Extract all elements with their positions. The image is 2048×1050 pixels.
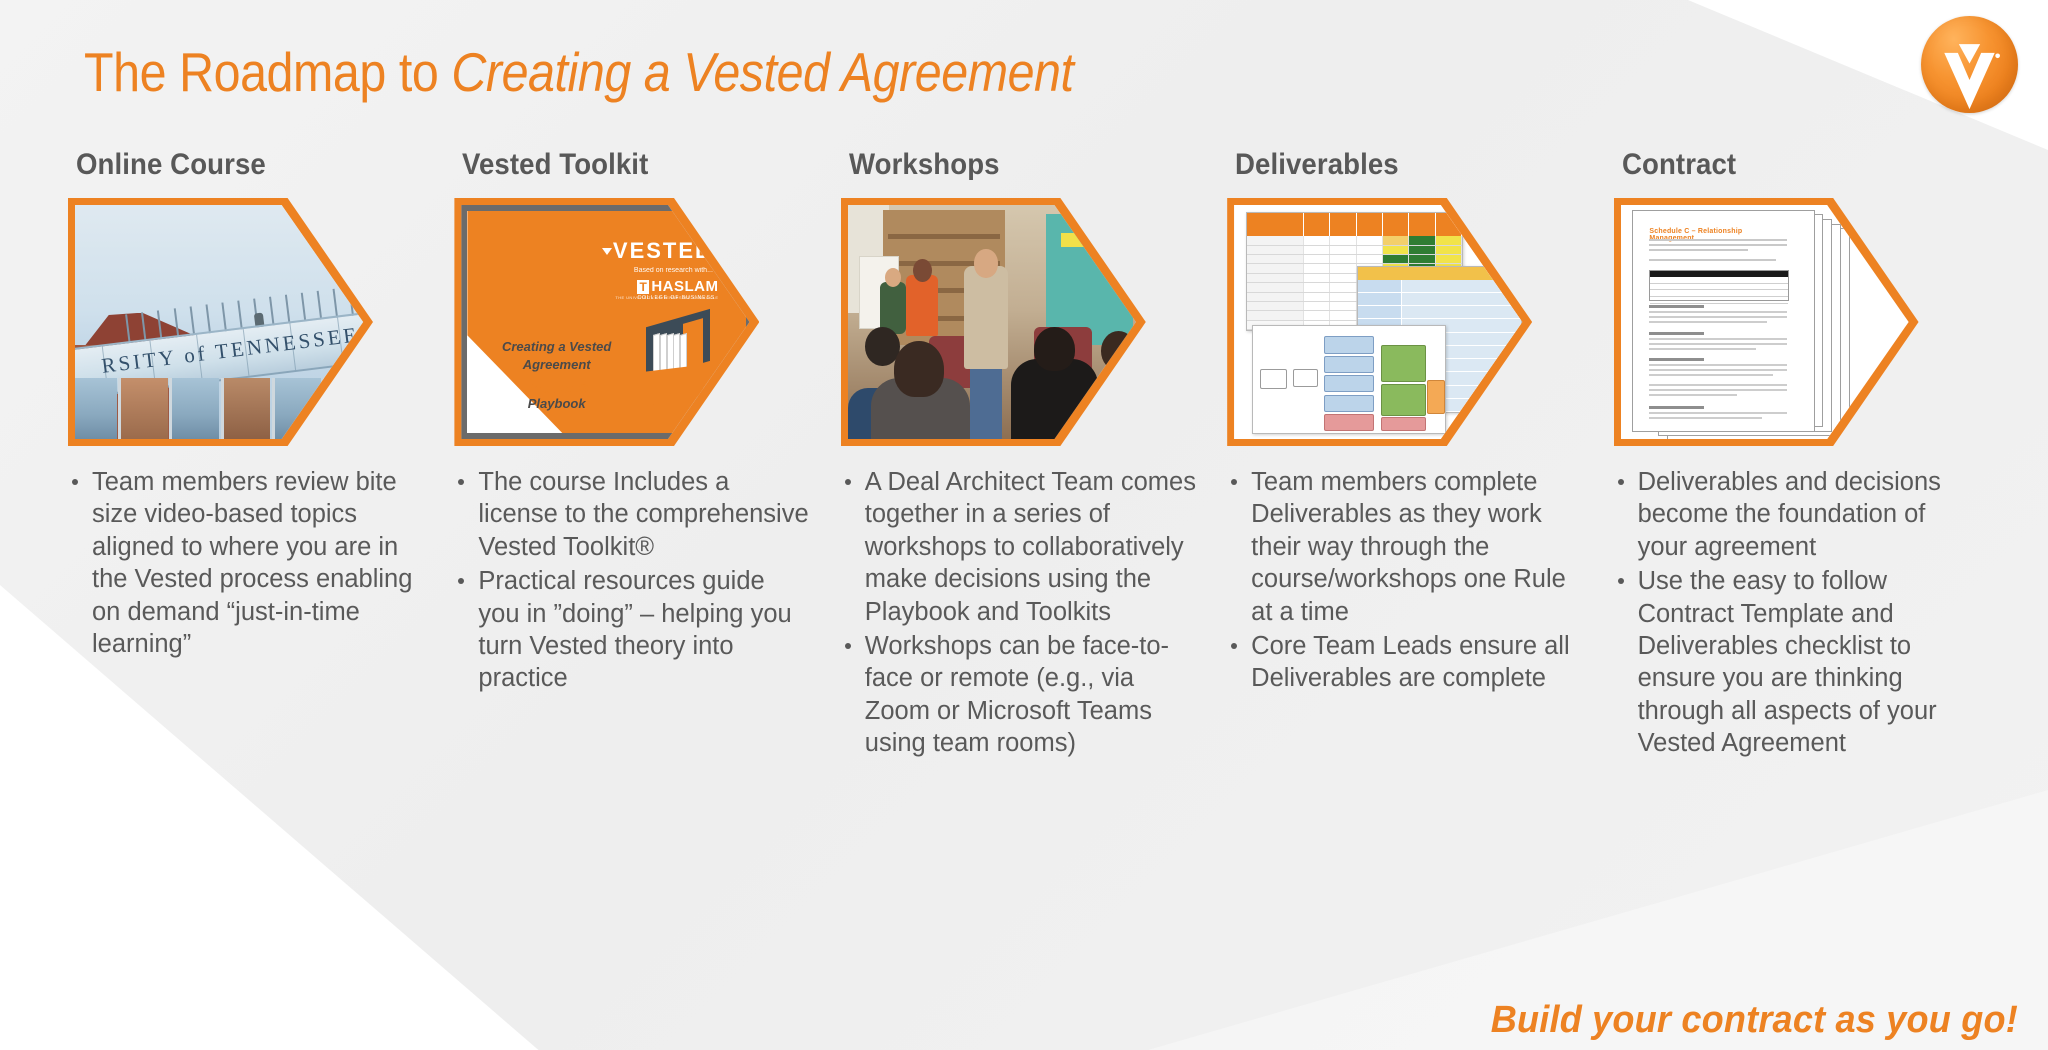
slide-title: The Roadmap to Creating a Vested Agreeme… bbox=[84, 42, 1074, 103]
column-heading-contract: Contract bbox=[1621, 148, 1736, 181]
panel-online-course: RSITY of TENNESSEE bbox=[68, 198, 373, 446]
list-item: The course Includes a license to the com… bbox=[452, 466, 812, 563]
chevron-inner-contract: Schedule C – Relationship Management bbox=[1620, 205, 1909, 439]
column-heading-vested-toolkit: Vested Toolkit bbox=[462, 148, 649, 181]
bullet-list-vested-toolkit: The course Includes a license to the com… bbox=[452, 466, 812, 695]
column-contract: Contract Schedule C – Relationship Manag… bbox=[1604, 148, 1990, 761]
bullet-list-deliverables: Team members complete Deliverables as th… bbox=[1225, 466, 1585, 695]
chevron-inner-online-course: RSITY of TENNESSEE bbox=[75, 205, 364, 439]
roadmap-columns: Online Course bbox=[0, 148, 2048, 761]
column-workshops: Workshops bbox=[831, 148, 1217, 761]
column-online-course: Online Course bbox=[58, 148, 444, 761]
column-heading-workshops: Workshops bbox=[848, 148, 1000, 181]
list-item: Team members complete Deliverables as th… bbox=[1225, 466, 1585, 628]
vested-logo bbox=[1921, 16, 2018, 113]
cover-series: RealPlay® Playbook bbox=[493, 381, 621, 411]
haslam-sub: COLLEGE OF BUSINESS bbox=[637, 294, 716, 301]
haslam-university-line: THE UNIVERSITY OF TENNESSEE KNOXVILLE bbox=[615, 295, 719, 301]
list-item: A Deal Architect Team comes together in … bbox=[839, 466, 1199, 628]
bullet-list-online-course: Team members review bite size video-base… bbox=[66, 466, 426, 660]
column-heading-deliverables: Deliverables bbox=[1235, 148, 1399, 181]
governance-flow-diagram bbox=[1251, 324, 1446, 435]
playbook-kind: Playbook bbox=[527, 395, 586, 411]
column-vested-toolkit: Vested Toolkit VESTED Based on research … bbox=[444, 148, 830, 761]
bullet-list-contract: Deliverables and decisions become the fo… bbox=[1612, 466, 1972, 759]
list-item: Team members review bite size video-base… bbox=[66, 466, 426, 660]
toolkit-box-graphic bbox=[629, 308, 721, 407]
list-item: Deliverables and decisions become the fo… bbox=[1612, 466, 1972, 563]
list-item: Use the easy to follow Contract Template… bbox=[1612, 565, 1972, 759]
panel-workshops bbox=[840, 198, 1146, 446]
deliverables-documents bbox=[1234, 205, 1523, 439]
column-heading-online-course: Online Course bbox=[76, 148, 266, 181]
slide-title-italic: Creating a Vested Agreement bbox=[451, 41, 1074, 103]
panel-deliverables bbox=[1227, 198, 1533, 446]
slide-tagline: Build your contract as you go! bbox=[1490, 999, 2018, 1041]
realplay-brand: RealPlay® bbox=[524, 380, 589, 396]
list-item: Core Team Leads ensure all Deliverables … bbox=[1225, 630, 1585, 695]
chevron-inner-deliverables bbox=[1234, 205, 1523, 439]
bullet-list-workshops: A Deal Architect Team comes together in … bbox=[839, 466, 1199, 759]
contract-table bbox=[1649, 270, 1789, 304]
photo-ut-bridge: RSITY of TENNESSEE bbox=[75, 205, 364, 439]
cover-title: Creating a Vested Agreement bbox=[501, 338, 612, 372]
panel-contract: Schedule C – Relationship Management bbox=[1613, 198, 1919, 446]
slide-title-plain: The Roadmap to bbox=[84, 41, 452, 103]
cover-research-note: Based on research with... bbox=[633, 266, 713, 274]
contract-document-heading: Schedule C – Relationship Management bbox=[1649, 228, 1743, 242]
photo-workshop-session bbox=[847, 205, 1136, 439]
contract-page-stack: Schedule C – Relationship Management bbox=[1621, 205, 1909, 439]
list-item: Workshops can be face-to-face or remote … bbox=[839, 630, 1199, 760]
list-item: Practical resources guide you in ”doing”… bbox=[452, 565, 812, 695]
column-deliverables: Deliverables bbox=[1217, 148, 1603, 761]
chevron-inner-workshops bbox=[847, 205, 1136, 439]
